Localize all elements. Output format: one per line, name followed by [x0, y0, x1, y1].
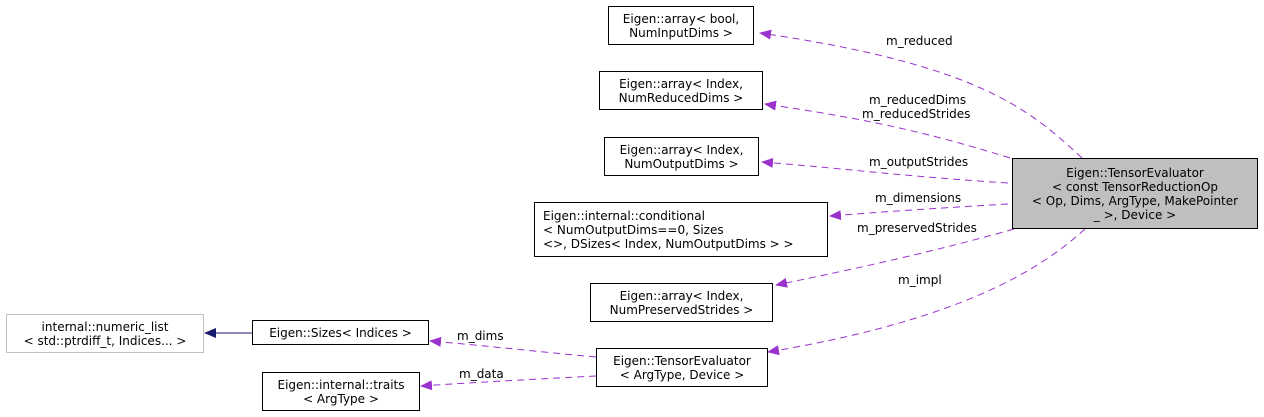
edge-m-dimensions	[829, 203, 1009, 221]
edge-m-dims	[429, 336, 597, 358]
node-tensor-evaluator-reduction[interactable]: Eigen::TensorEvaluator < const TensorRed…	[1012, 158, 1258, 229]
edge-label-m-reduced-dims: m_reducedDims	[869, 93, 967, 107]
node-sizes-indices[interactable]: Eigen::Sizes< Indices >	[252, 320, 429, 345]
edge-m-impl	[767, 228, 1086, 356]
edge-label-m-impl: m_impl	[898, 273, 942, 287]
edge-label-m-output-strides: m_outputStrides	[869, 155, 969, 169]
edge-label-m-dimensions: m_dimensions	[875, 191, 962, 205]
edge-label-m-reduced: m_reduced	[886, 34, 953, 48]
node-array-reduced-dims[interactable]: Eigen::array< Index, NumReducedDims >	[599, 71, 763, 110]
edge-m-data	[420, 375, 597, 391]
edge-label-m-preserved-strides: m_preservedStrides	[857, 221, 977, 235]
node-array-output-dims[interactable]: Eigen::array< Index, NumOutputDims >	[604, 137, 759, 176]
edge-m-reduced	[759, 29, 1083, 159]
edge-m-preserved-strides	[775, 228, 1015, 288]
node-numeric-list[interactable]: internal::numeric_list < std::ptrdiff_t,…	[6, 314, 204, 353]
edge-label-m-dims: m_dims	[457, 329, 504, 343]
node-tensor-evaluator-argtype[interactable]: Eigen::TensorEvaluator < ArgType, Device…	[596, 348, 768, 387]
node-array-preserved-strides[interactable]: Eigen::array< Index, NumPreservedStrides…	[590, 283, 773, 322]
node-array-bool[interactable]: Eigen::array< bool, NumInputDims >	[608, 6, 754, 45]
edge-m-output-strides	[761, 157, 1009, 184]
node-internal-traits[interactable]: Eigen::internal::traits < ArgType >	[262, 372, 420, 411]
edge-label-m-data: m_data	[459, 367, 504, 381]
edge-label-m-reduced-strides: m_reducedStrides	[862, 107, 971, 121]
node-internal-conditional[interactable]: Eigen::internal::conditional < NumOutput…	[534, 202, 828, 257]
edge-m-reduced-dims	[764, 100, 1011, 159]
